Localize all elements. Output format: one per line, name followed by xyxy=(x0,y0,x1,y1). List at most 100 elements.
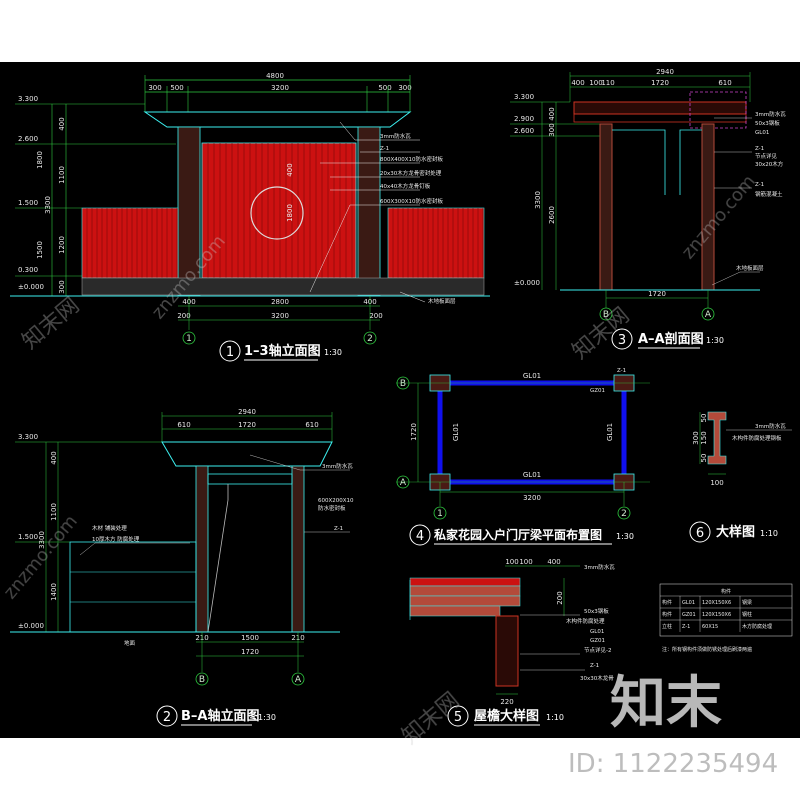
view-4-number: 4 xyxy=(416,529,424,544)
v2-vdim-1100: 1100 xyxy=(50,503,58,521)
v2-dim-3: 610 xyxy=(305,421,318,429)
moon-opening xyxy=(250,186,304,240)
v4-dim-h: 3200 xyxy=(523,494,541,502)
v3-vdim-300: 300 xyxy=(548,123,556,136)
v2-vdim-400: 400 xyxy=(50,451,58,464)
v6-note-2: 木构件防腐处理钢板 xyxy=(732,434,782,442)
note-2: Z-1 xyxy=(380,146,389,152)
table-cell: 构件 xyxy=(662,599,672,606)
vdim-1100: 1100 xyxy=(58,166,66,184)
v5-roof-tile xyxy=(409,577,521,587)
wood-stripes xyxy=(86,143,484,278)
drawing-background xyxy=(0,62,800,738)
v2-level-0000: ±0.000 xyxy=(18,622,44,630)
axis-bubble-2 xyxy=(363,331,377,345)
view-4-title: 私家花园入户门厅梁平面布置图 xyxy=(433,527,602,542)
v3-note-8: 钢筋混凝土 xyxy=(755,190,783,198)
v5-dim-bottom: 220 xyxy=(500,698,513,706)
table-cell: GL01 xyxy=(682,600,695,606)
v5-post xyxy=(495,615,519,687)
level-3300: 3.300 xyxy=(18,95,38,103)
notes-view3: 3mm防水瓦 50x3钢板 GL01 Z-1 节点详见 30x20木方 Z-1 … xyxy=(711,110,786,286)
dim-top-1: 300 xyxy=(148,84,161,92)
notes-view5: 3mm防水瓦 50x3钢板 木构件防腐处理 GL01 GZ01 节点详见-2 Z… xyxy=(520,563,615,682)
v5-note-3: 木构件防腐处理 xyxy=(566,617,605,625)
v5-note-6: 节点详见-2 xyxy=(584,646,611,654)
v5-dim-right: 200 xyxy=(556,591,564,604)
view-1-title: 1–3轴立面图 xyxy=(244,343,321,359)
v6-dim-3: 150 xyxy=(700,431,708,444)
v2-post-right xyxy=(291,465,305,633)
vdim-1200: 1200 xyxy=(58,236,66,254)
dim-bot-2: 2800 xyxy=(271,298,289,306)
note-5: 40x40木方龙骨钉板 xyxy=(380,182,431,190)
v2-level-1500: 1.500 xyxy=(18,533,38,541)
v3-dim-total: 2940 xyxy=(656,68,674,76)
view-6-detail: 300 50 150 50 100 3mm防水瓦 木构件防腐处理钢板 6 大样图… xyxy=(689,411,792,543)
v6-dim-bottom: 100 xyxy=(710,479,723,487)
view-5-scale: 1:10 xyxy=(546,713,564,722)
view-4-scale: 1:30 xyxy=(616,532,634,541)
v3-note-4: Z-1 xyxy=(755,146,764,152)
watermark-id: ID: 1122235494 xyxy=(568,749,778,779)
note-1: 3mm防水瓦 xyxy=(380,132,411,140)
dim-top-5: 300 xyxy=(398,84,411,92)
dim-bot-small-left: 200 xyxy=(177,312,190,320)
v3-post-right xyxy=(701,123,715,291)
v2-dim-total: 2940 xyxy=(238,408,256,416)
table-cell: 木方防腐处理 xyxy=(742,623,772,630)
view-1-number-circle xyxy=(219,340,241,362)
central-wood-panel xyxy=(201,142,357,279)
v3-post-left xyxy=(599,123,613,291)
level-0300: 0.300 xyxy=(18,266,38,274)
roof-outline xyxy=(143,111,412,128)
v3-vdim-400: 400 xyxy=(548,107,556,120)
v3-dim-2: 100 xyxy=(589,79,602,87)
vdim-400: 400 xyxy=(58,117,66,130)
level-0000: ±0.000 xyxy=(18,283,44,291)
note-3: 800X400X10防水密封板 xyxy=(380,155,444,163)
view-5-number: 5 xyxy=(454,710,462,725)
v2-vdim-1400: 1400 xyxy=(50,583,58,601)
v3-level-2600: 2.600 xyxy=(514,127,534,135)
v4-axis-1: 1 xyxy=(437,509,443,519)
view-3-title: A–A剖面图 xyxy=(638,331,704,347)
v3-dim-5: 610 xyxy=(718,79,731,87)
v2-door-edge xyxy=(207,484,229,633)
v2-axis-a: A xyxy=(295,675,302,685)
vdim-3300: 3300 xyxy=(44,196,52,214)
dim-top-2: 500 xyxy=(170,84,183,92)
v3-note-6: 30x20木方 xyxy=(755,160,784,168)
v5-dim-2: 100 xyxy=(519,558,532,566)
v3-detail-marker xyxy=(689,91,747,129)
vdim-300: 300 xyxy=(58,280,66,293)
v5-beam-2 xyxy=(409,595,521,607)
v5-note-1: 3mm防水瓦 xyxy=(584,563,615,571)
v5-dim-3: 400 xyxy=(547,558,560,566)
inner-dim-400: 400 xyxy=(286,163,294,176)
table-header: 构件 xyxy=(721,588,731,595)
v4-dim-v: 1720 xyxy=(410,423,418,441)
v3-axis-a: A xyxy=(705,310,712,320)
v3-dim-1: 400 xyxy=(571,79,584,87)
view-3-section: 2940 400 100 110 1720 610 3.300 2.900 2.… xyxy=(510,68,786,350)
v5-note-5: GZ01 xyxy=(590,638,605,644)
v2-post-left xyxy=(195,465,209,633)
watermark-brand: 知末 xyxy=(610,671,722,736)
v2-note-1: 3mm防水瓦 xyxy=(322,462,353,470)
view-6-scale: 1:10 xyxy=(760,529,778,538)
view-1-scale: 1:30 xyxy=(324,348,342,357)
footnote-view1: 木地板面层 xyxy=(428,297,456,305)
view-1-number: 1 xyxy=(226,345,234,360)
v3-note-7: Z-1 xyxy=(755,182,764,188)
view-6-title: 大样图 xyxy=(716,524,755,540)
view-5-eave-detail: 100 100 400 200 220 3mm防水瓦 50x3钢板 木构件防腐处… xyxy=(409,558,615,727)
level-1500: 1.500 xyxy=(18,199,38,207)
v2-note-5: 木材 铺装处理 xyxy=(92,524,127,532)
table-cell: GZ01 xyxy=(682,612,696,618)
v3-level-0000: ±0.000 xyxy=(514,279,540,287)
v5-note-2: 50x3钢板 xyxy=(584,607,609,615)
v3-dim-bottom: 1720 xyxy=(648,290,666,298)
v3-note-1: 3mm防水瓦 xyxy=(755,110,786,118)
